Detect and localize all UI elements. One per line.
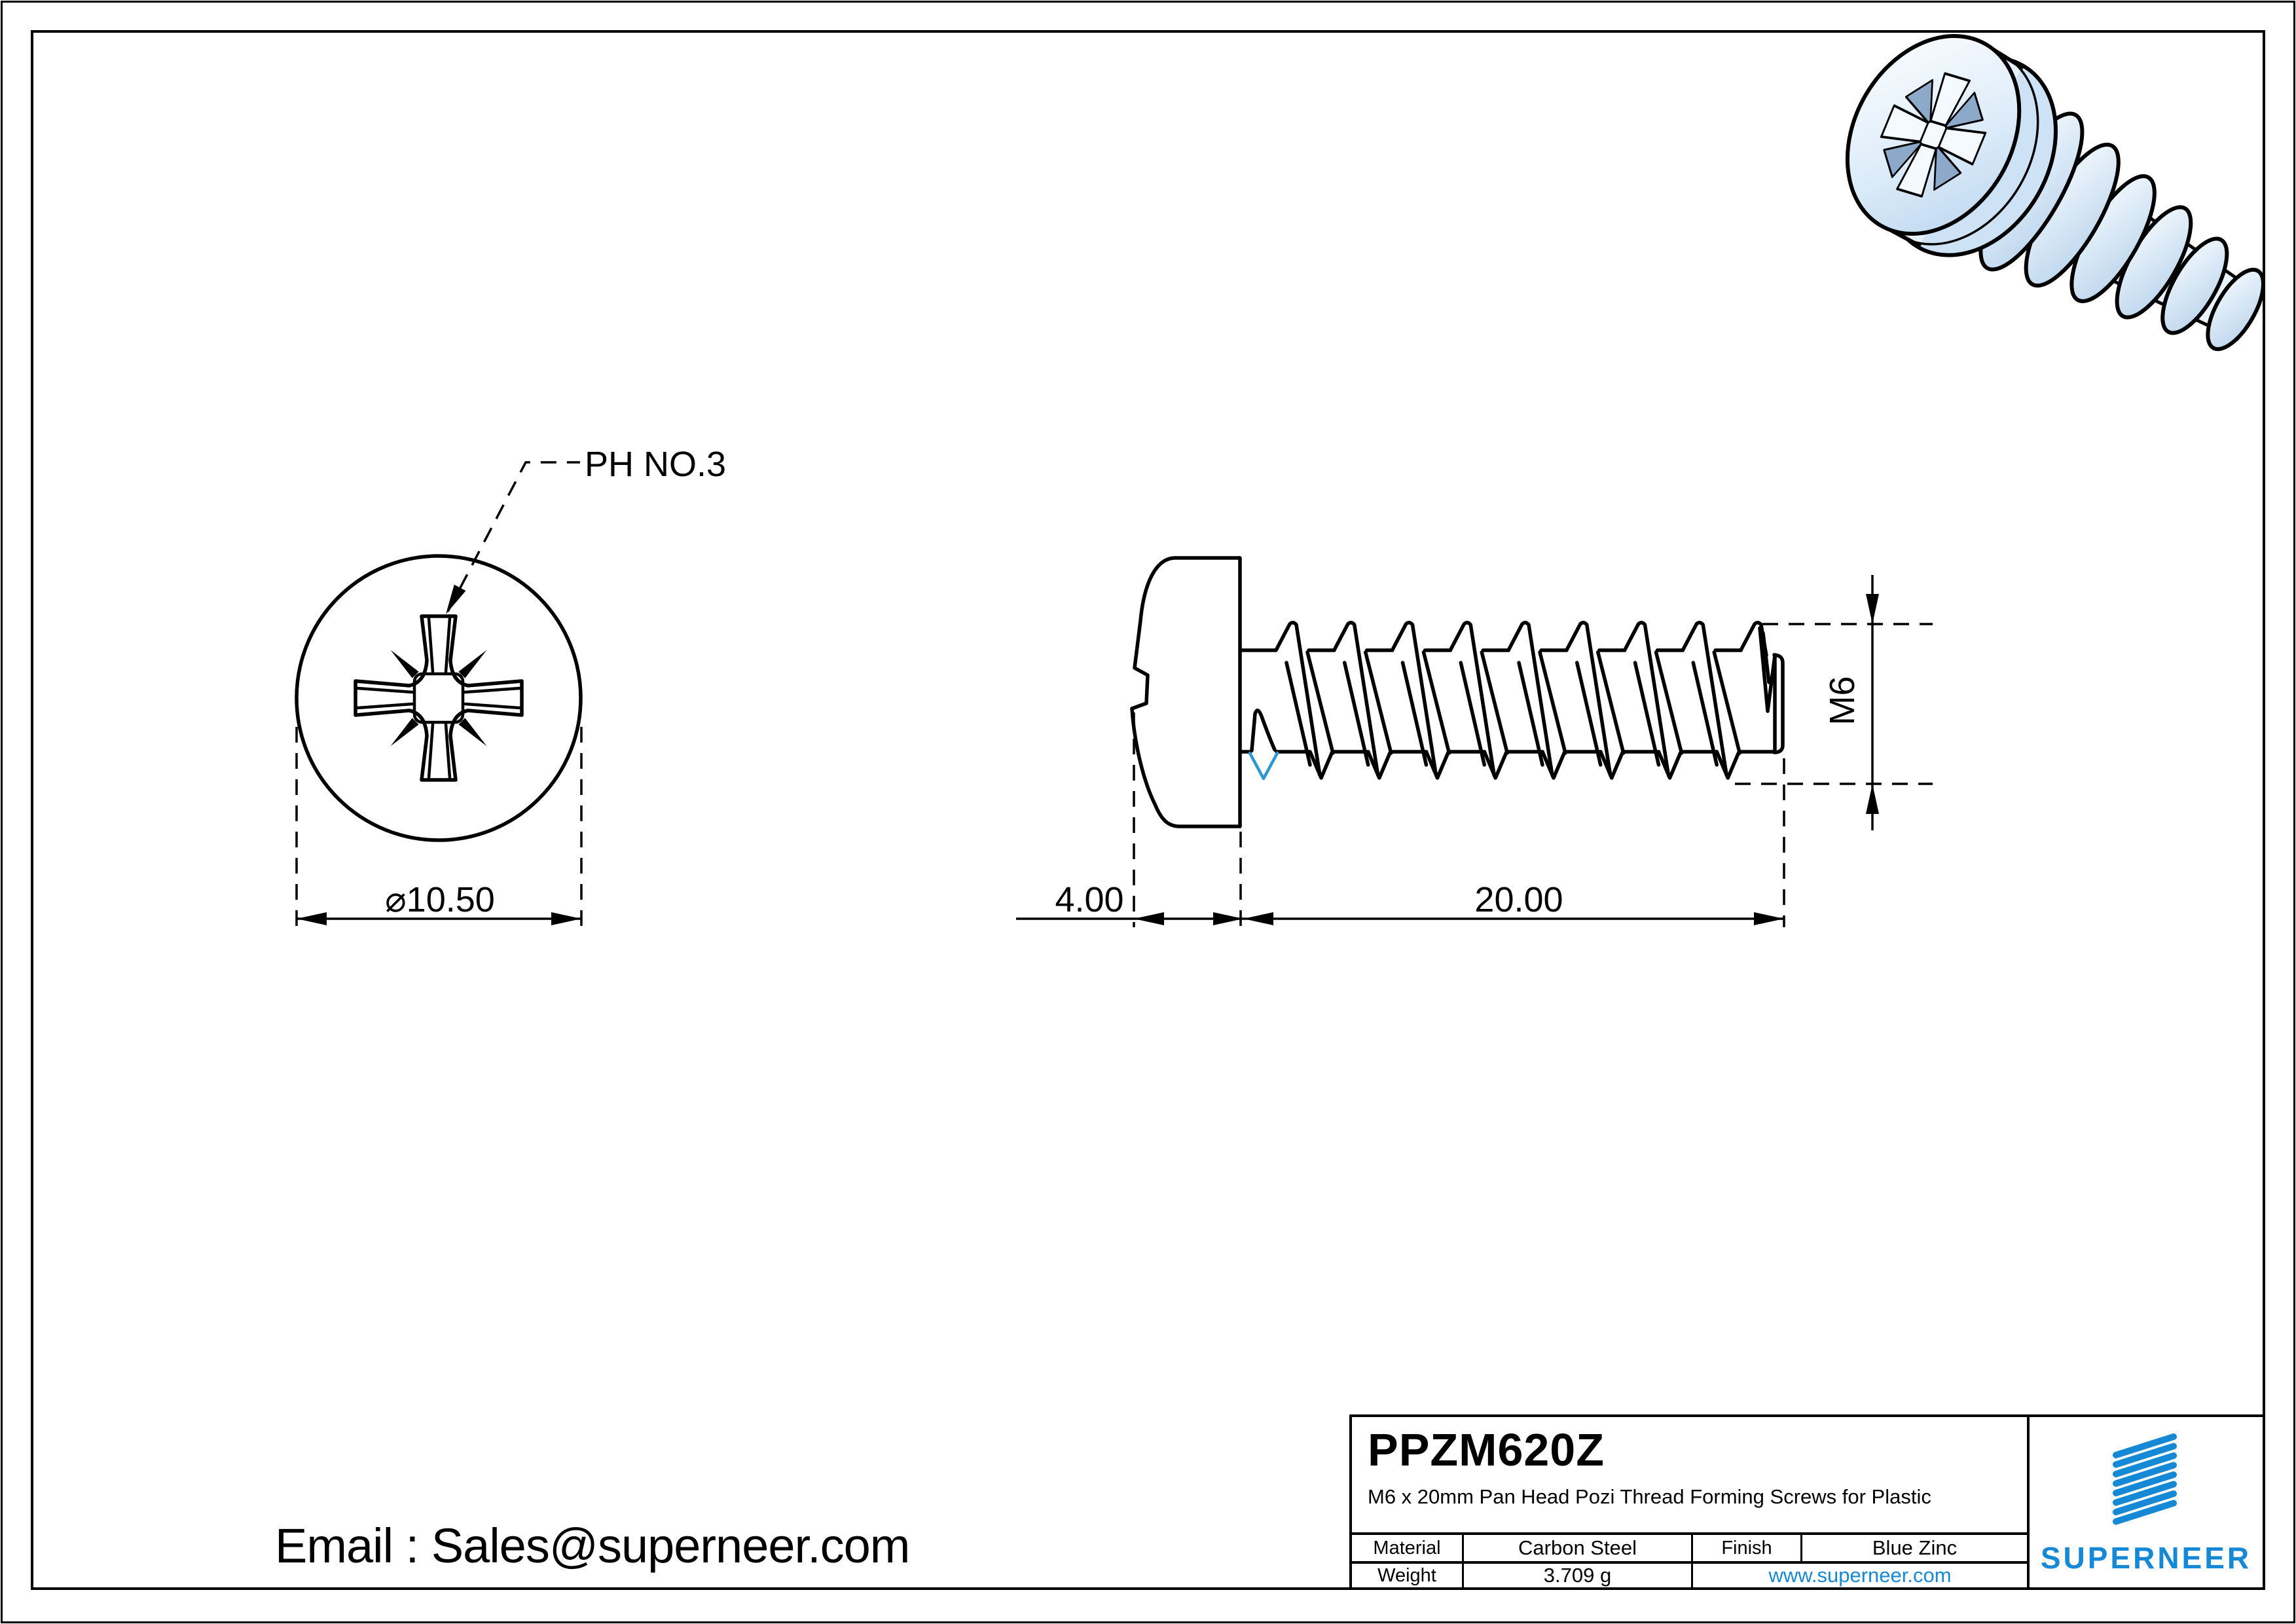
weight-label: Weight <box>1377 1564 1436 1586</box>
weight-value: 3.709 g <box>1462 1564 1691 1587</box>
leader-arrowhead <box>446 584 466 614</box>
head-height-label: 4.00 <box>1055 880 1123 919</box>
diameter-label: ⌀10.50 <box>385 880 495 919</box>
weight-row: Weight 3.709 g www.superneer.com <box>1352 1561 2027 1587</box>
title-block: PPZM620Z M6 x 20mm Pan Head Pozi Thread … <box>1349 1414 2265 1590</box>
screw-3d-render <box>1845 34 2265 352</box>
ph-leader: PH NO.3 <box>446 445 726 614</box>
brand-cell: SUPERNEER <box>2027 1417 2263 1587</box>
finish-label: Finish <box>1691 1535 1800 1561</box>
length-dimensions: 4.00 20.00 <box>1016 712 1785 927</box>
screw-3d-pozi-recess <box>1880 72 1987 198</box>
screw-end-face <box>1772 653 1785 754</box>
title-block-header: PPZM620Z M6 x 20mm Pan Head Pozi Thread … <box>1352 1417 2027 1532</box>
thread-size-dimension: M6 <box>1735 575 1933 830</box>
superneer-logo-icon <box>2113 1433 2177 1525</box>
material-label: Material <box>1373 1537 1441 1559</box>
drawing-frame <box>31 30 2265 1590</box>
thread-root-highlight <box>1248 751 1279 781</box>
website-cell: www.superneer.com <box>1691 1564 2027 1587</box>
finish-value: Blue Zinc <box>1800 1535 2027 1561</box>
pozi-id-marks <box>390 650 487 747</box>
part-description: M6 x 20mm Pan Head Pozi Thread Forming S… <box>1368 1485 1931 1508</box>
part-number: PPZM620Z <box>1368 1424 1605 1475</box>
title-block-left: PPZM620Z M6 x 20mm Pan Head Pozi Thread … <box>1352 1417 2027 1587</box>
first-thread-tooth <box>1250 709 1277 752</box>
diameter-dimension: ⌀10.50 <box>295 727 583 927</box>
material-value: Carbon Steel <box>1462 1535 1691 1561</box>
pozi-cross-inner <box>355 616 522 780</box>
side-head-profile <box>1130 556 1242 828</box>
ph-number-label: PH NO.3 <box>585 445 726 484</box>
contact-email: Email : Sales@superneer.com <box>275 1519 910 1573</box>
thread-profile <box>1238 621 1777 780</box>
length-label: 20.00 <box>1474 880 1563 919</box>
front-view <box>295 554 583 842</box>
website-link[interactable]: www.superneer.com <box>1768 1564 1952 1587</box>
brand-wordmark: SUPERNEER <box>2040 1541 2252 1575</box>
thread-size-label: M6 <box>1823 676 1862 725</box>
material-row: Material Carbon Steel Finish Blue Zinc <box>1352 1532 2027 1561</box>
side-view <box>1130 556 1785 828</box>
